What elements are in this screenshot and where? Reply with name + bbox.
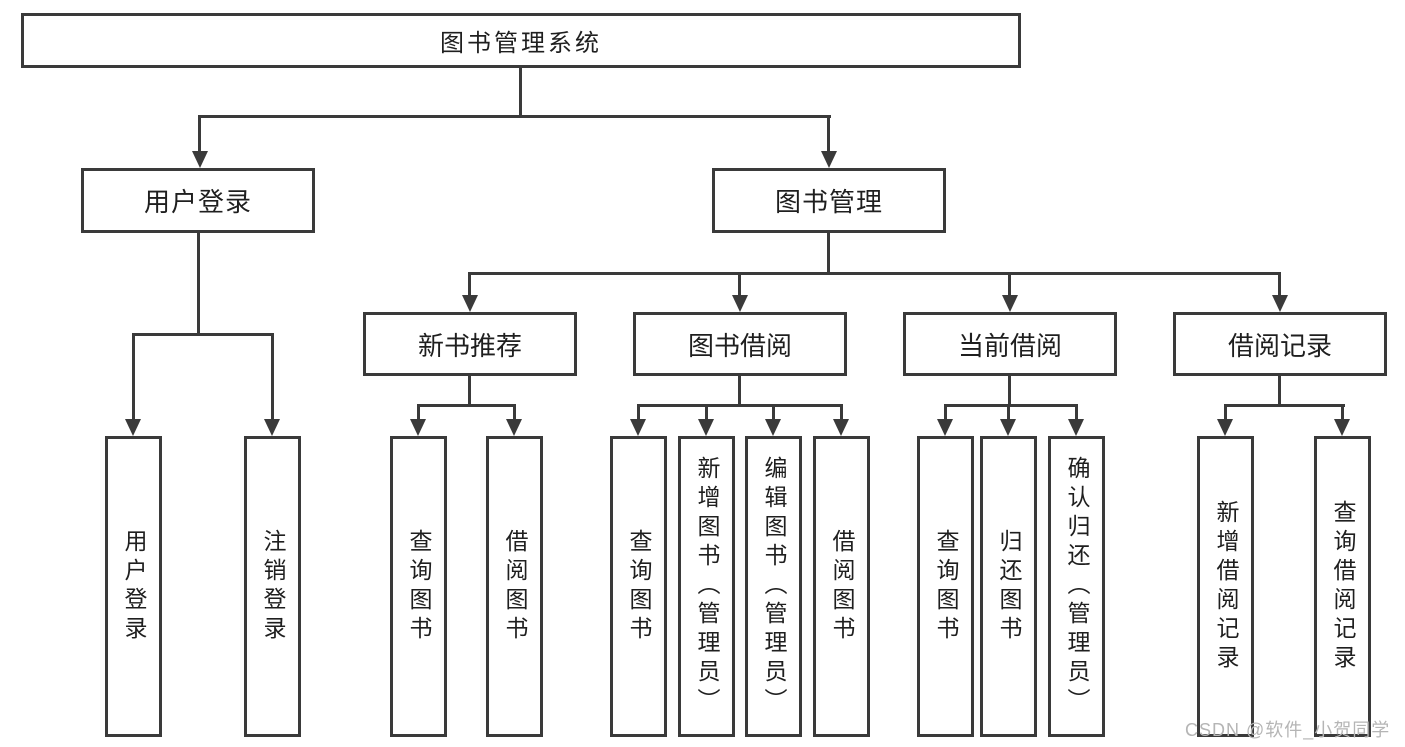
arrowhead-book-mgmt	[821, 151, 837, 168]
node-book-borrowing: 图书借阅	[633, 312, 847, 376]
leaf-query-books-recommend: 查询图书	[390, 436, 447, 737]
edge-to-leaf9-line	[944, 404, 947, 422]
leaf-label: 查询图书	[406, 528, 432, 645]
leaf-borrow-books-recommend: 借阅图书	[486, 436, 543, 737]
edge-to-current-line	[1008, 272, 1011, 298]
arrowhead-recommend	[462, 295, 478, 312]
leaf-add-borrow-record: 新增借阅记录	[1197, 436, 1254, 737]
leaf-user-login: 用户登录	[105, 436, 162, 737]
node-current-borrowing: 当前借阅	[903, 312, 1117, 376]
edge-to-leaf12-line	[1224, 404, 1227, 422]
edge-records-bar	[1224, 404, 1345, 407]
arrowhead-leaf5	[630, 419, 646, 436]
edge-root-trunk	[519, 68, 522, 117]
leaf-label: 新增借阅记录	[1213, 499, 1239, 674]
leaf-query-borrow-record: 查询借阅记录	[1314, 436, 1371, 737]
edge-to-records-line	[1278, 272, 1281, 298]
node-new-book-recommendation: 新书推荐	[363, 312, 577, 376]
leaf-borrow-books: 借阅图书	[813, 436, 870, 737]
node-label: 图书管理	[774, 187, 883, 217]
edge-to-leaf10-line	[1007, 404, 1010, 422]
edge-borrowing-bar	[637, 404, 843, 407]
arrowhead-records	[1272, 295, 1288, 312]
leaf-confirm-return-admin: 确认归还（管理员）	[1048, 436, 1105, 737]
edge-bookmgmt-stem	[827, 233, 830, 275]
edge-to-leaf7-line	[772, 404, 775, 422]
edge-to-leaf3-line	[417, 404, 420, 422]
edge-to-leaf8-line	[840, 404, 843, 422]
node-user-login-module: 用户登录	[81, 168, 315, 233]
arrowhead-leaf4	[506, 419, 522, 436]
leaf-add-books-admin: 新增图书（管理员）	[678, 436, 735, 737]
node-label: 当前借阅	[957, 330, 1062, 361]
arrowhead-leaf-login	[125, 419, 141, 436]
arrowhead-leaf-logout	[264, 419, 280, 436]
edge-to-leaf-logout-line	[271, 333, 274, 422]
edge-to-book-mgmt-line	[827, 115, 830, 154]
edge-to-recommend-line	[468, 272, 471, 298]
arrowhead-current	[1002, 295, 1018, 312]
node-library-management-system: 图书管理系统	[21, 13, 1021, 68]
edge-recommend-bar	[417, 404, 516, 407]
leaf-query-books-current: 查询图书	[917, 436, 974, 737]
leaf-label: 查询图书	[933, 528, 959, 645]
leaf-label: 借阅图书	[829, 528, 855, 645]
edge-userlogin-bar	[132, 333, 274, 336]
leaf-label: 归还图书	[996, 528, 1022, 645]
edge-root-bar	[198, 115, 831, 118]
arrowhead-leaf6	[698, 419, 714, 436]
edge-to-leaf4-line	[513, 404, 516, 422]
edge-userlogin-stem	[197, 233, 200, 336]
edge-to-leaf6-line	[705, 404, 708, 422]
arrowhead-user-login	[192, 151, 208, 168]
node-label: 用户登录	[143, 187, 252, 217]
leaf-logout: 注销登录	[244, 436, 301, 737]
arrowhead-leaf8	[833, 419, 849, 436]
node-borrowing-records: 借阅记录	[1173, 312, 1387, 376]
edge-to-borrowing-line	[738, 272, 741, 298]
edge-to-leaf5-line	[637, 404, 640, 422]
arrowhead-leaf9	[937, 419, 953, 436]
edge-borrowing-stem	[738, 376, 741, 406]
arrowhead-borrowing	[732, 295, 748, 312]
leaf-label: 用户登录	[121, 528, 147, 645]
leaf-query-books-borrowing: 查询图书	[610, 436, 667, 737]
arrowhead-leaf12	[1217, 419, 1233, 436]
edge-current-stem	[1008, 376, 1011, 406]
edge-current-bar	[944, 404, 1078, 407]
leaf-label: 确认归还（管理员）	[1064, 456, 1090, 717]
edge-bookmgmt-bar	[468, 272, 1281, 275]
node-label: 图书管理系统	[440, 30, 602, 57]
leaf-label: 编辑图书（管理员）	[761, 456, 787, 717]
arrowhead-leaf3	[410, 419, 426, 436]
edge-to-leaf13-line	[1341, 404, 1344, 422]
leaf-return-books: 归还图书	[980, 436, 1037, 737]
node-label: 图书借阅	[687, 330, 792, 361]
arrowhead-leaf11	[1068, 419, 1084, 436]
edge-to-leaf-login-line	[132, 333, 135, 422]
leaf-label: 查询图书	[626, 528, 652, 645]
edge-to-leaf11-line	[1075, 404, 1078, 422]
leaf-edit-books-admin: 编辑图书（管理员）	[745, 436, 802, 737]
arrowhead-leaf10	[1000, 419, 1016, 436]
node-label: 新书推荐	[417, 330, 522, 361]
leaf-label: 注销登录	[260, 528, 286, 645]
arrowhead-leaf13	[1334, 419, 1350, 436]
leaf-label: 查询借阅记录	[1330, 499, 1356, 674]
node-book-management-module: 图书管理	[712, 168, 946, 233]
csdn-watermark: CSDN @软件_小贺同学	[1185, 720, 1391, 740]
leaf-label: 借阅图书	[502, 528, 528, 645]
edge-to-user-login-line	[198, 115, 201, 154]
leaf-label: 新增图书（管理员）	[694, 456, 720, 717]
node-label: 借阅记录	[1227, 330, 1332, 361]
edge-records-stem	[1278, 376, 1281, 406]
edge-recommend-stem	[468, 376, 471, 406]
arrowhead-leaf7	[765, 419, 781, 436]
